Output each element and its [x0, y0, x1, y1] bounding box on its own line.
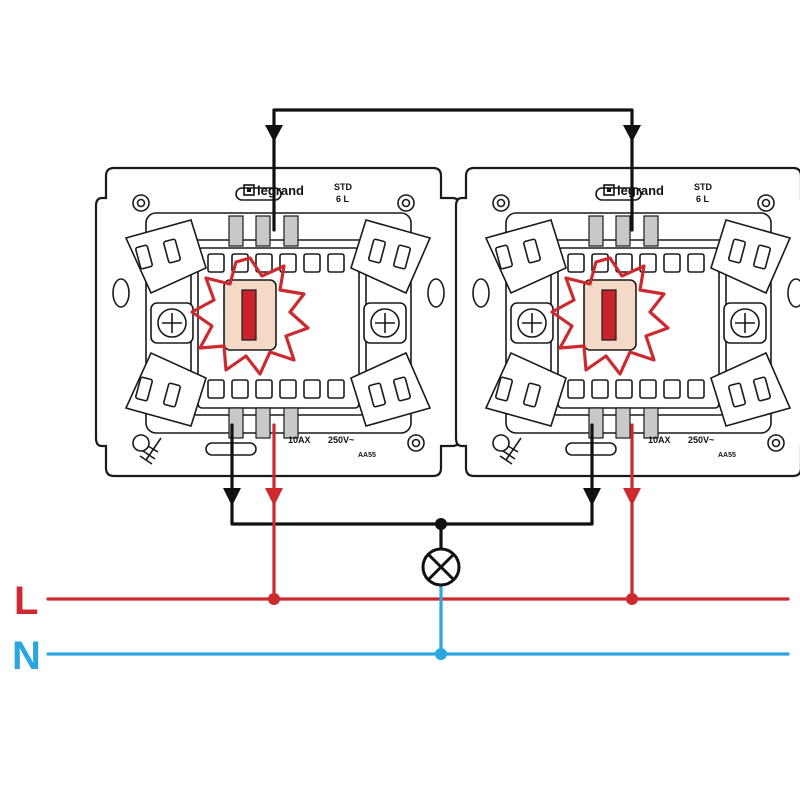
arrow-down-icon	[623, 488, 641, 506]
junction-dot	[435, 518, 447, 530]
switch-2-code: AA55	[718, 452, 736, 459]
line-bus-label: L	[14, 579, 38, 623]
arrow-down-icon	[623, 125, 641, 142]
switch-2-std-sub: 6 L	[696, 194, 710, 204]
line-junction-dot	[268, 593, 280, 605]
switch-2-brand: legrand	[617, 183, 664, 198]
line-junction-dot	[626, 593, 638, 605]
switch-1-voltage: 250V~	[328, 435, 354, 445]
switch-1-std-sub: 6 L	[336, 194, 350, 204]
traveler-wire-top	[272, 108, 634, 232]
legrand-logo-icon	[603, 184, 615, 196]
switch-1-brand: legrand	[257, 183, 304, 198]
switch-1-std: STD	[334, 182, 353, 192]
arrow-down-icon	[583, 488, 601, 506]
switch-1-current: 10AX	[288, 435, 311, 445]
switch-2-current: 10AX	[648, 435, 671, 445]
legrand-logo-icon	[243, 184, 255, 196]
switch-2-voltage: 250V~	[688, 435, 714, 445]
arrow-down-icon	[223, 488, 241, 506]
switch-2: legrand STD 6 L 10AX 250V~ AA55	[454, 166, 800, 478]
neutral-bus-label: N	[12, 634, 41, 678]
switch-1-rocker-core	[241, 289, 257, 341]
traveler-wire-bottom	[230, 423, 594, 526]
arrow-down-icon	[265, 488, 283, 506]
switch-1-code: AA55	[358, 452, 376, 459]
switch-1: legrand STD 6 L 10AX 250V~ AA55	[94, 166, 462, 478]
lamp-x-icon	[421, 547, 461, 587]
arrow-down-icon	[265, 125, 283, 142]
neutral-junction-dot	[435, 648, 447, 660]
switch-2-rocker-core	[601, 289, 617, 341]
switch-2-std: STD	[694, 182, 713, 192]
